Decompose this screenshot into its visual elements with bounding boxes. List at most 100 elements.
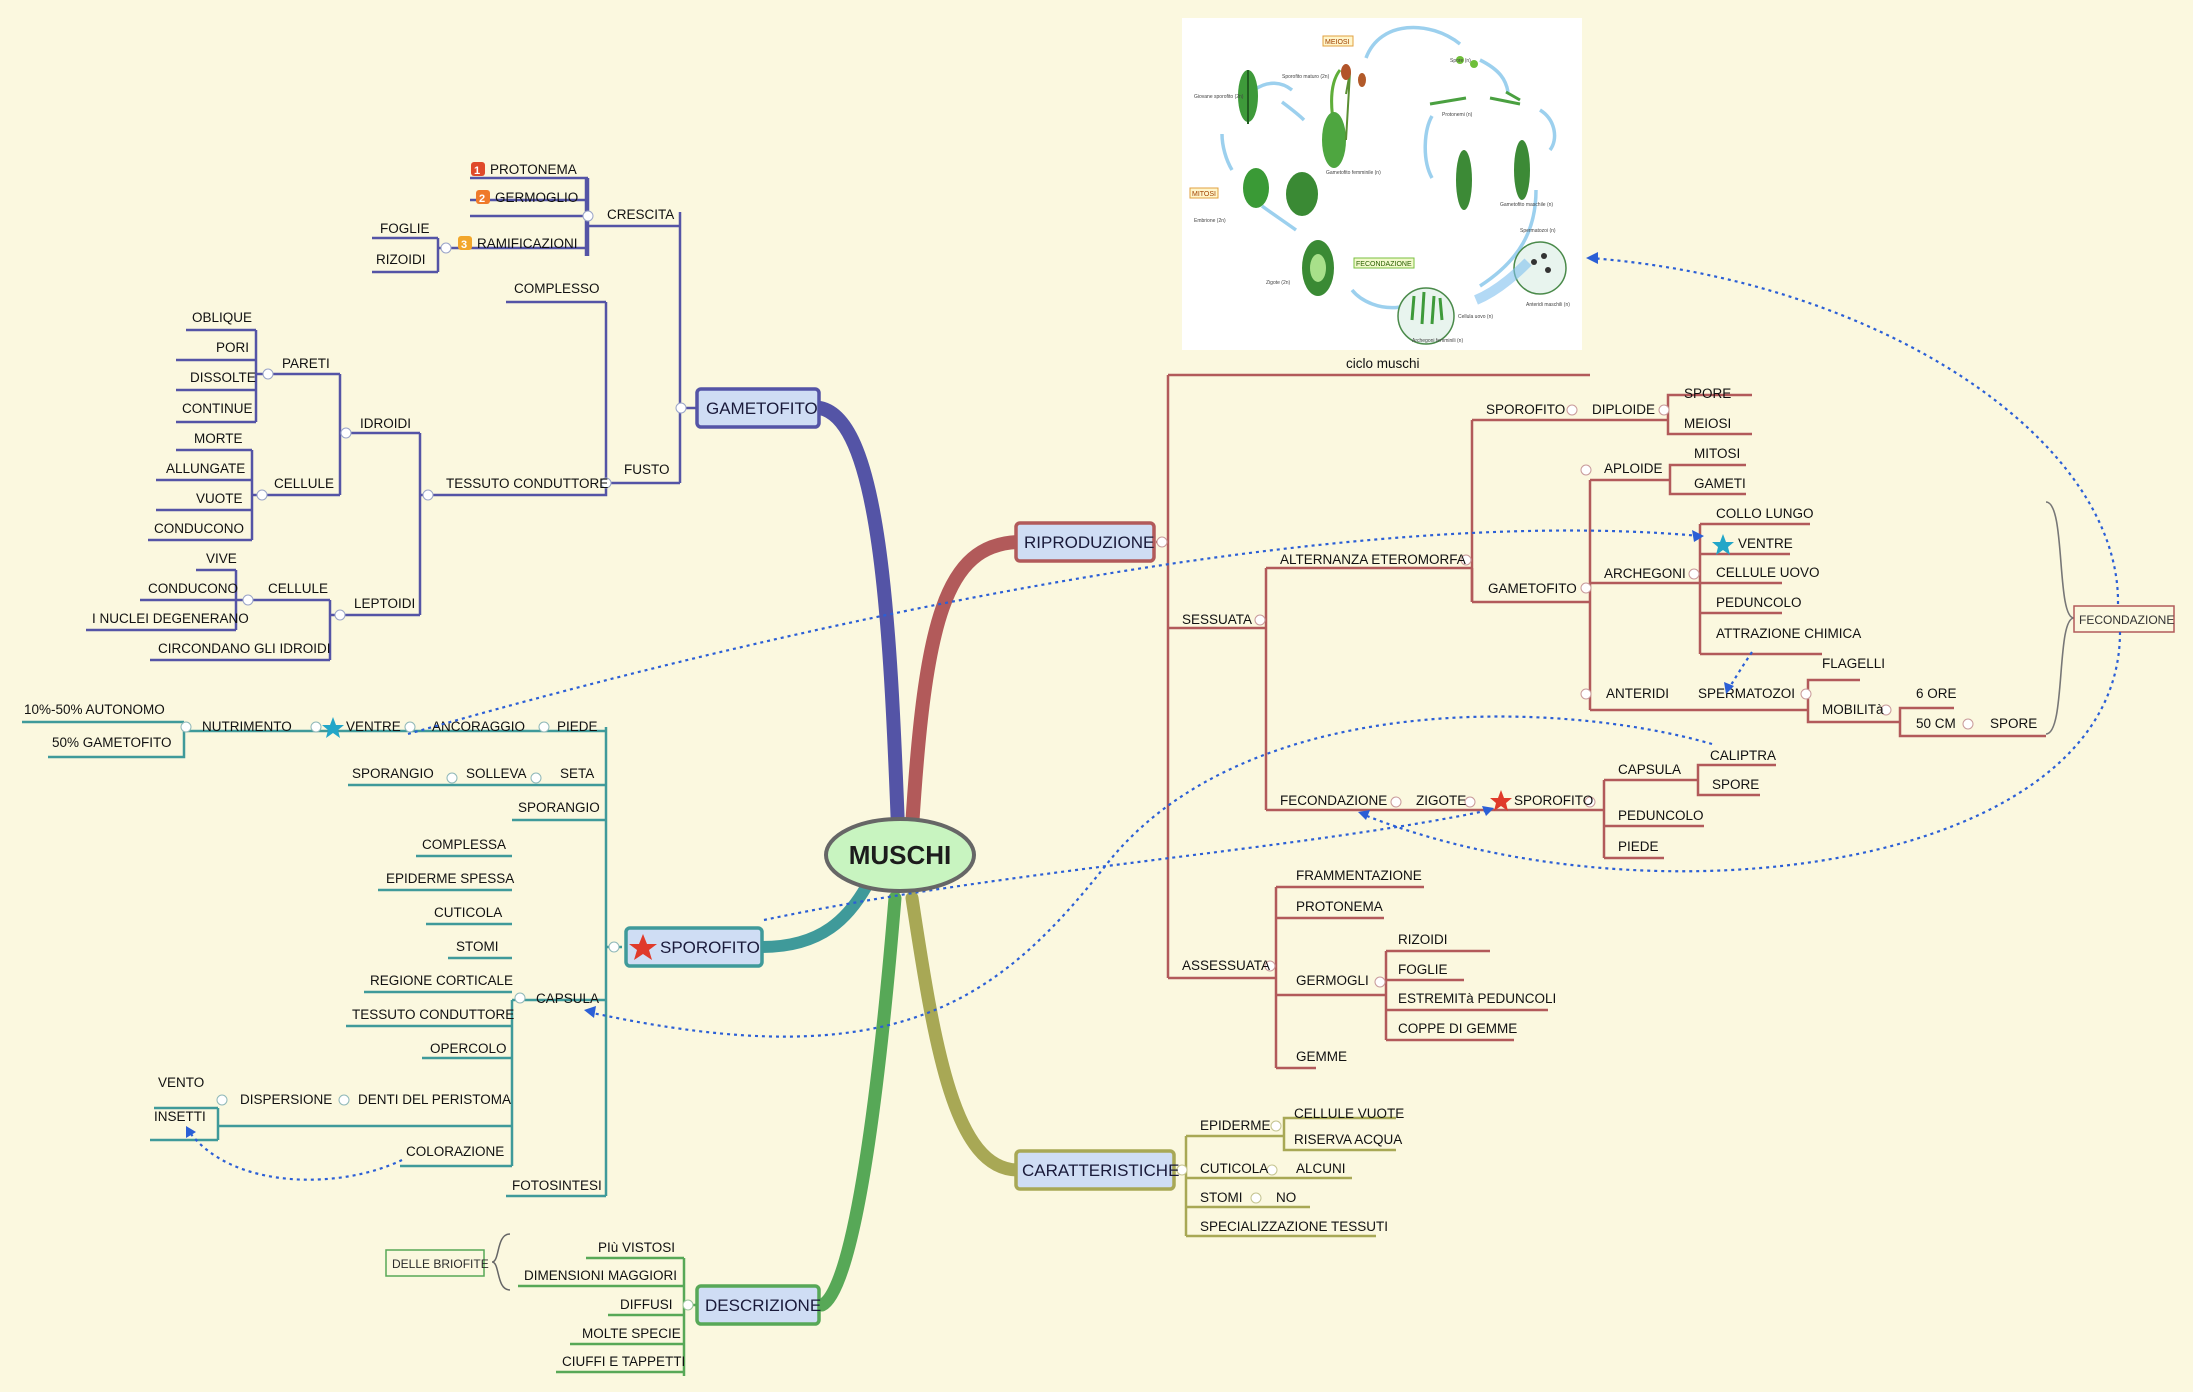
- node-germogli[interactable]: GERMOGLI: [1296, 973, 1369, 988]
- ciclo-muschi-image[interactable]: MEIOSI MITOSI FECONDAZIONE Spore (n) Pro…: [1182, 18, 1582, 350]
- node-alcuni[interactable]: ALCUNI: [1296, 1161, 1346, 1176]
- node-rizoidi-germogli[interactable]: RIZOIDI: [1398, 932, 1448, 947]
- node-sei-ore[interactable]: 6 ORE: [1916, 686, 1957, 701]
- node-assessuata[interactable]: ASSESSUATA: [1182, 958, 1270, 973]
- node-diffusi[interactable]: DIFFUSI: [620, 1297, 673, 1312]
- node-alternanza[interactable]: ALTERNANZA ETEROMORFA: [1280, 552, 1466, 567]
- node-foglie[interactable]: FOGLIE: [380, 221, 430, 236]
- node-ventre[interactable]: VENTRE: [1738, 536, 1793, 551]
- node-pareti[interactable]: PARETI: [282, 356, 330, 371]
- node-peduncolo-rip[interactable]: PEDUNCOLO: [1618, 808, 1704, 823]
- node-collo-lungo[interactable]: COLLO LUNGO: [1716, 506, 1814, 521]
- node-cellule-leptoidi[interactable]: CELLULE: [268, 581, 328, 596]
- node-stomi-sporofito[interactable]: STOMI: [456, 939, 499, 954]
- node-epiderme[interactable]: EPIDERME: [1200, 1118, 1271, 1133]
- node-capsula[interactable]: CAPSULA: [536, 991, 599, 1006]
- node-denti[interactable]: DENTI DEL PERISTOMA: [358, 1092, 511, 1107]
- main-node-riproduzione[interactable]: RIPRODUZIONE: [1014, 521, 1156, 563]
- node-cinquanta-cm[interactable]: 50 CM: [1916, 716, 1956, 731]
- node-dimensioni[interactable]: DIMENSIONI MAGGIORI: [524, 1268, 677, 1283]
- node-capsula-rip[interactable]: CAPSULA: [1618, 762, 1681, 777]
- node-cellule-uovo[interactable]: CELLULE UOVO: [1716, 565, 1820, 580]
- node-protonema-rip[interactable]: PROTONEMA: [1296, 899, 1383, 914]
- node-complesso[interactable]: COMPLESSO: [514, 281, 600, 296]
- node-ramificazioni[interactable]: RAMIFICAZIONI: [477, 236, 578, 251]
- node-gameti[interactable]: GAMETI: [1694, 476, 1746, 491]
- node-piede-rip[interactable]: PIEDE: [1618, 839, 1659, 854]
- node-spore-mobilita[interactable]: SPORE: [1990, 716, 2037, 731]
- node-aploide[interactable]: APLOIDE: [1604, 461, 1663, 476]
- node-rizoidi[interactable]: RIZOIDI: [376, 252, 426, 267]
- node-piu-vistosi[interactable]: PIù VISTOSI: [598, 1240, 675, 1255]
- node-fusto[interactable]: FUSTO: [624, 462, 670, 477]
- node-molte-specie[interactable]: MOLTE SPECIE: [582, 1326, 681, 1341]
- node-diploide[interactable]: DIPLOIDE: [1592, 402, 1655, 417]
- node-zigote[interactable]: ZIGOTE: [1416, 793, 1466, 808]
- node-archegoni[interactable]: ARCHEGONI: [1604, 566, 1686, 581]
- node-insetti[interactable]: INSETTI: [154, 1109, 206, 1124]
- node-nutrimento[interactable]: NUTRIMENTO: [202, 719, 292, 734]
- node-vuote[interactable]: VUOTE: [196, 491, 243, 506]
- node-anteridi[interactable]: ANTERIDI: [1606, 686, 1669, 701]
- node-idroidi[interactable]: IDROIDI: [360, 416, 411, 431]
- node-piede[interactable]: PIEDE: [557, 719, 598, 734]
- node-stomi-car[interactable]: STOMI: [1200, 1190, 1243, 1205]
- node-seta[interactable]: SETA: [560, 766, 594, 781]
- node-conducono-leptoidi[interactable]: CONDUCONO: [148, 581, 238, 596]
- node-epiderme-spessa[interactable]: EPIDERME SPESSA: [386, 871, 514, 886]
- node-ventre-sporofito[interactable]: VENTRE: [346, 719, 401, 734]
- node-crescita[interactable]: CRESCITA: [607, 207, 674, 222]
- node-fecondazione[interactable]: FECONDAZIONE: [1280, 793, 1387, 808]
- node-allungate[interactable]: ALLUNGATE: [166, 461, 245, 476]
- node-cuticola-sporofito[interactable]: CUTICOLA: [434, 905, 502, 920]
- node-conducono-idroidi[interactable]: CONDUCONO: [154, 521, 244, 536]
- summary-fecondazione[interactable]: [2073, 605, 2175, 633]
- node-gametofito-alt[interactable]: GAMETOFITO: [1488, 581, 1577, 596]
- node-spore-capsula[interactable]: SPORE: [1712, 777, 1759, 792]
- main-node-sporofito[interactable]: SPOROFITO: [624, 926, 764, 968]
- node-ciclo-muschi[interactable]: ciclo muschi: [1346, 356, 1420, 371]
- node-pori[interactable]: PORI: [216, 340, 249, 355]
- node-no[interactable]: NO: [1276, 1190, 1296, 1205]
- node-sessuata[interactable]: SESSUATA: [1182, 612, 1252, 627]
- node-circondano[interactable]: CIRCONDANO GLI IDROIDI: [158, 641, 331, 656]
- node-solleva[interactable]: SOLLEVA: [466, 766, 527, 781]
- node-oblique[interactable]: OBLIQUE: [192, 310, 252, 325]
- node-sporofito-alt[interactable]: SPOROFITO: [1486, 402, 1565, 417]
- node-caliptra[interactable]: CALIPTRA: [1710, 748, 1776, 763]
- node-vento[interactable]: VENTO: [158, 1075, 204, 1090]
- node-cellule-idroidi[interactable]: CELLULE: [274, 476, 334, 491]
- central-node[interactable]: MUSCHI: [824, 817, 976, 893]
- node-autonomo[interactable]: 10%-50% AUTONOMO: [24, 702, 165, 717]
- node-flagelli[interactable]: FLAGELLI: [1822, 656, 1885, 671]
- node-nuclei[interactable]: I NUCLEI DEGENERANO: [92, 611, 249, 626]
- node-opercolo[interactable]: OPERCOLO: [430, 1041, 507, 1056]
- node-tessuto-conduttore[interactable]: TESSUTO CONDUTTORE: [446, 476, 608, 491]
- node-dissolte[interactable]: DISSOLTE: [190, 370, 256, 385]
- node-morte[interactable]: MORTE: [194, 431, 243, 446]
- node-riserva[interactable]: RISERVA ACQUA: [1294, 1132, 1402, 1147]
- node-spermatozoi[interactable]: SPERMATOZOI: [1698, 686, 1795, 701]
- node-gametofito50[interactable]: 50% GAMETOFITO: [52, 735, 172, 750]
- node-cuticola-car[interactable]: CUTICOLA: [1200, 1161, 1268, 1176]
- node-regione-corticale[interactable]: REGIONE CORTICALE: [370, 973, 513, 988]
- node-ciuffi[interactable]: CIUFFI E TAPPETTI: [562, 1354, 685, 1369]
- main-node-descrizione[interactable]: DESCRIZIONE: [695, 1284, 821, 1326]
- node-complessa[interactable]: COMPLESSA: [422, 837, 506, 852]
- node-sporangio[interactable]: SPORANGIO: [518, 800, 600, 815]
- node-germoglio[interactable]: GERMOGLIO: [495, 190, 578, 205]
- node-vive[interactable]: VIVE: [206, 551, 237, 566]
- summary-delle-briofite[interactable]: [385, 1249, 485, 1277]
- node-dispersione[interactable]: DISPERSIONE: [240, 1092, 332, 1107]
- node-peduncolo-archegoni[interactable]: PEDUNCOLO: [1716, 595, 1802, 610]
- main-node-caratteristiche[interactable]: CARATTERISTICHE: [1014, 1149, 1179, 1191]
- node-continue[interactable]: CONTINUE: [182, 401, 253, 416]
- main-node-gametofito[interactable]: GAMETOFITO: [695, 387, 821, 429]
- node-tessuto-conduttore-capsula[interactable]: TESSUTO CONDUTTORE: [352, 1007, 514, 1022]
- node-colorazione[interactable]: COLORAZIONE: [406, 1144, 504, 1159]
- node-gemme[interactable]: GEMME: [1296, 1049, 1347, 1064]
- node-ancoraggio[interactable]: ANCORAGGIO: [432, 719, 525, 734]
- node-sporangio-seta[interactable]: SPORANGIO: [352, 766, 434, 781]
- node-protonema[interactable]: PROTONEMA: [490, 162, 577, 177]
- node-foglie-germogli[interactable]: FOGLIE: [1398, 962, 1448, 977]
